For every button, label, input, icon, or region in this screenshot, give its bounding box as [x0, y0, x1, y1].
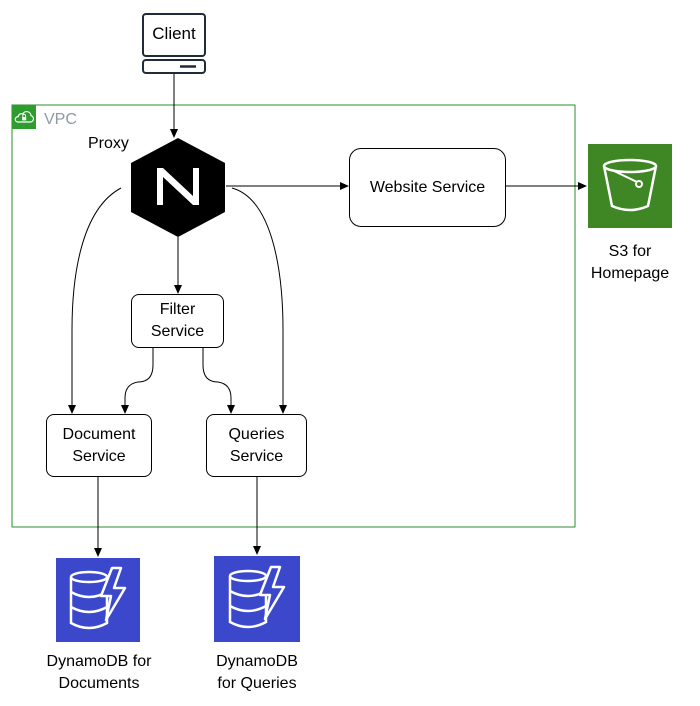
- queries-service-label-line1: Queries: [228, 425, 285, 443]
- dynamodb-icon: [56, 558, 140, 642]
- filter-service-label-line1: Filter: [159, 301, 196, 318]
- website-service-label: Website Service: [369, 178, 486, 196]
- cloud-lock-icon: [12, 105, 36, 129]
- document-service-label-line1: Document: [62, 425, 136, 443]
- edge-proxy-queries: [231, 187, 287, 414]
- dynamodb-documents-caption-line2: Documents: [58, 675, 140, 692]
- s3-caption: S3 for Homepage: [575, 241, 685, 285]
- dynamodb-icon: [214, 556, 300, 642]
- s3-caption-line2: Homepage: [590, 265, 670, 282]
- s3-bucket-icon: [588, 144, 672, 228]
- dynamodb-queries-caption-line1: DynamoDB: [216, 653, 298, 670]
- edge-filter-document: [121, 348, 154, 414]
- client-label: Client: [152, 24, 196, 43]
- filter-service: Filter Service: [131, 294, 224, 348]
- dynamodb-queries-caption: DynamoDB for Queries: [196, 651, 318, 695]
- queries-service-label-line2: Service: [229, 447, 284, 465]
- proxy-label: Proxy: [88, 135, 129, 152]
- vpc-label: VPC: [44, 111, 77, 128]
- nginx-icon: [131, 138, 225, 237]
- queries-service: Queries Service: [206, 414, 307, 477]
- s3-caption-line1: S3 for: [608, 243, 652, 260]
- dynamodb-documents-caption-line1: DynamoDB for: [46, 653, 152, 670]
- filter-service-label-line2: Service: [150, 323, 205, 340]
- computer-icon: [142, 13, 206, 74]
- website-service: Website Service: [349, 148, 506, 227]
- edge-filter-queries: [202, 348, 235, 414]
- vpc-boundary: [11, 104, 576, 528]
- edge-proxy-document: [68, 187, 122, 414]
- document-service: Document Service: [46, 414, 152, 477]
- dynamodb-documents-caption: DynamoDB for Documents: [28, 651, 170, 695]
- document-service-label-line2: Service: [72, 447, 126, 465]
- dynamodb-queries-caption-line2: for Queries: [217, 675, 297, 692]
